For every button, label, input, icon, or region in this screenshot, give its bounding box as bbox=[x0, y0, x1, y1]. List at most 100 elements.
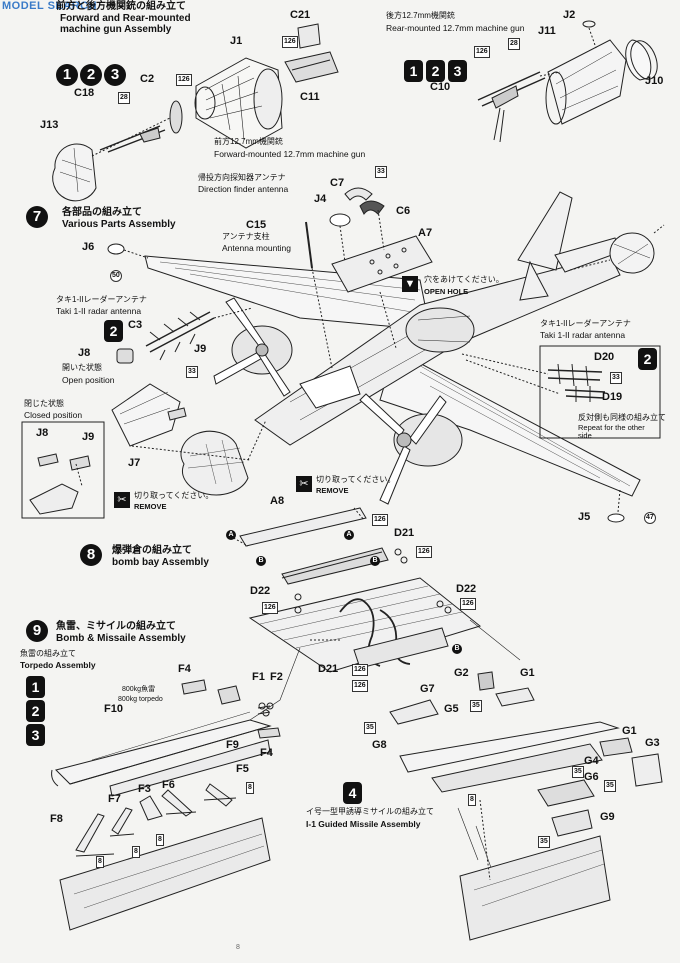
part-g1-top-label: G1 bbox=[520, 667, 535, 679]
drill-hole-icon: ▼ bbox=[402, 276, 418, 292]
antenna-mount-label-jp: アンテナ支柱 bbox=[222, 232, 270, 241]
torpedo-size-jp: 800kg魚雷 bbox=[122, 686, 156, 693]
part-f2-label: F2 bbox=[270, 671, 283, 683]
part-c10-label: C10 bbox=[430, 81, 451, 93]
paint-tag-28: 28 bbox=[118, 92, 130, 104]
open-position-label-jp: 開いた状態 bbox=[62, 363, 102, 372]
part-j5-label: J5 bbox=[578, 511, 591, 523]
part-j7-label: J7 bbox=[128, 457, 141, 469]
variant-3-left: 3 bbox=[104, 64, 126, 86]
torpedo-drawing bbox=[51, 679, 281, 797]
part-d20-label: D20 bbox=[594, 351, 615, 363]
part-c2-label: C2 bbox=[140, 73, 155, 85]
step8-number: 8 bbox=[80, 544, 102, 566]
paint-tag-126: 126 bbox=[352, 680, 368, 692]
marker-a: A bbox=[226, 530, 236, 540]
torpedo-assembly-en: Torpedo Assembly bbox=[20, 660, 96, 670]
part-j2-label: J2 bbox=[563, 9, 576, 21]
part-d22-left-label: D22 bbox=[250, 585, 271, 597]
step7-number: 7 bbox=[26, 206, 48, 228]
variant-4-missile: 4 bbox=[343, 782, 362, 804]
part-j1-label: J1 bbox=[230, 35, 243, 47]
open-position-label-en: Open position bbox=[62, 375, 115, 385]
variant-2-right: 2 bbox=[426, 60, 445, 82]
paint-tag-126: 126 bbox=[352, 664, 368, 676]
paint-tag-33: 33 bbox=[375, 166, 387, 178]
part-c21-label: C21 bbox=[290, 9, 311, 21]
part-j11-label: J11 bbox=[538, 25, 556, 37]
part-d19-label: D19 bbox=[602, 391, 623, 403]
part-g7-label: G7 bbox=[420, 683, 435, 695]
remove-label-en: REMOVE bbox=[134, 502, 167, 511]
part-j8-label: J8 bbox=[78, 347, 91, 359]
closed-position-label-en: Closed position bbox=[24, 410, 83, 420]
torpedo-stands-drawing bbox=[59, 783, 271, 931]
radar-right-label-en: Taki 1-II radar antenna bbox=[540, 330, 626, 340]
part-g3-label: G3 bbox=[645, 737, 660, 749]
paint-tag-8: 8 bbox=[156, 834, 164, 846]
open-hole-label-jp: 穴をあけてください。 bbox=[424, 275, 504, 284]
paint-tag-35: 35 bbox=[470, 700, 482, 712]
page-number: 8 bbox=[236, 944, 240, 951]
paint-tag-35: 35 bbox=[364, 722, 376, 734]
part-j13-label: J13 bbox=[40, 119, 59, 131]
step9-title-jp: 魚雷、ミサイルの組み立て bbox=[56, 621, 176, 632]
remove-label-jp-step8: 切り取ってください。 bbox=[316, 475, 396, 484]
marker-b: B bbox=[370, 556, 380, 566]
marker-b: B bbox=[256, 556, 266, 566]
radar-left-label-jp: タキ1-IIレーダーアンテナ bbox=[56, 295, 147, 304]
paint-tag-126: 126 bbox=[416, 546, 432, 558]
variant-3-torpedo: 3 bbox=[26, 724, 45, 746]
cut-off-icon: ✂ bbox=[296, 476, 312, 492]
df-antenna-label-en: Direction finder antenna bbox=[198, 184, 289, 194]
part-a8-label: A8 bbox=[270, 495, 285, 507]
part-c6-label: C6 bbox=[396, 205, 411, 217]
aircraft-main-drawing bbox=[111, 191, 665, 505]
part-f4-top-label: F4 bbox=[178, 663, 191, 675]
paint-tag-126: 126 bbox=[474, 46, 490, 58]
variant-1-left: 1 bbox=[56, 64, 78, 86]
part-j8-closed-label: J8 bbox=[36, 427, 49, 439]
part-c18-label: C18 bbox=[74, 87, 95, 99]
part-f9-label: F9 bbox=[226, 739, 239, 751]
remove-label-en-step8: REMOVE bbox=[316, 486, 349, 495]
open-hole-label-en: OPEN HOLE bbox=[424, 287, 469, 296]
part-j10-label: J10 bbox=[645, 75, 664, 87]
radar-right-label-jp: タキ1-IIレーダーアンテナ bbox=[540, 319, 631, 328]
fwd-gun-label-en: Forward-mounted 12.7mm machine gun bbox=[214, 149, 366, 159]
variant-3-right: 3 bbox=[448, 60, 467, 82]
rear-gun-label-jp: 後方12.7mm機関銃 bbox=[386, 11, 455, 20]
closed-position-label-jp: 閉じた状態 bbox=[24, 399, 64, 408]
paint-tag-126: 126 bbox=[460, 598, 476, 610]
marker-a: A bbox=[344, 530, 354, 540]
part-g2-label: G2 bbox=[454, 667, 469, 679]
df-antenna-label-jp: 帰投方向探知器アンテナ bbox=[198, 173, 286, 182]
part-j6-label: J6 bbox=[82, 241, 95, 253]
step7-title-en: Various Parts Assembly bbox=[62, 219, 176, 230]
part-c15-label: C15 bbox=[246, 219, 267, 231]
paint-tag-8: 8 bbox=[132, 846, 140, 858]
variant-1-torpedo: 1 bbox=[26, 676, 45, 698]
part-f10-label: F10 bbox=[104, 703, 123, 715]
repeat-other-side-en: Repeat for the other side bbox=[578, 423, 645, 440]
rear-gun-label-en: Rear-mounted 12.7mm machine gun bbox=[386, 23, 525, 33]
step8-title-jp: 爆弾倉の組み立て bbox=[112, 545, 192, 556]
step7-title-jp: 各部品の組み立て bbox=[62, 207, 142, 218]
paint-tag-50: 50 bbox=[110, 270, 122, 282]
antenna-mount-label-en: Antenna mounting bbox=[222, 243, 291, 253]
variant-1-right: 1 bbox=[404, 60, 423, 82]
remove-label-jp: 切り取ってください。 bbox=[134, 491, 214, 500]
part-f4-bottom-label: F4 bbox=[260, 747, 273, 759]
variant-2-radar-right: 2 bbox=[638, 348, 657, 370]
paint-tag-28: 28 bbox=[508, 38, 520, 50]
missile-drawing bbox=[389, 671, 663, 941]
part-d21-top-label: D21 bbox=[394, 527, 415, 539]
tail-cone-j11-drawing bbox=[545, 39, 627, 125]
part-a7-label: A7 bbox=[418, 227, 433, 239]
paint-tag-126: 126 bbox=[282, 36, 298, 48]
bomb-bay-drawing bbox=[229, 507, 521, 721]
paint-tag-126: 126 bbox=[372, 514, 388, 526]
part-d22-right-label: D22 bbox=[456, 583, 477, 595]
